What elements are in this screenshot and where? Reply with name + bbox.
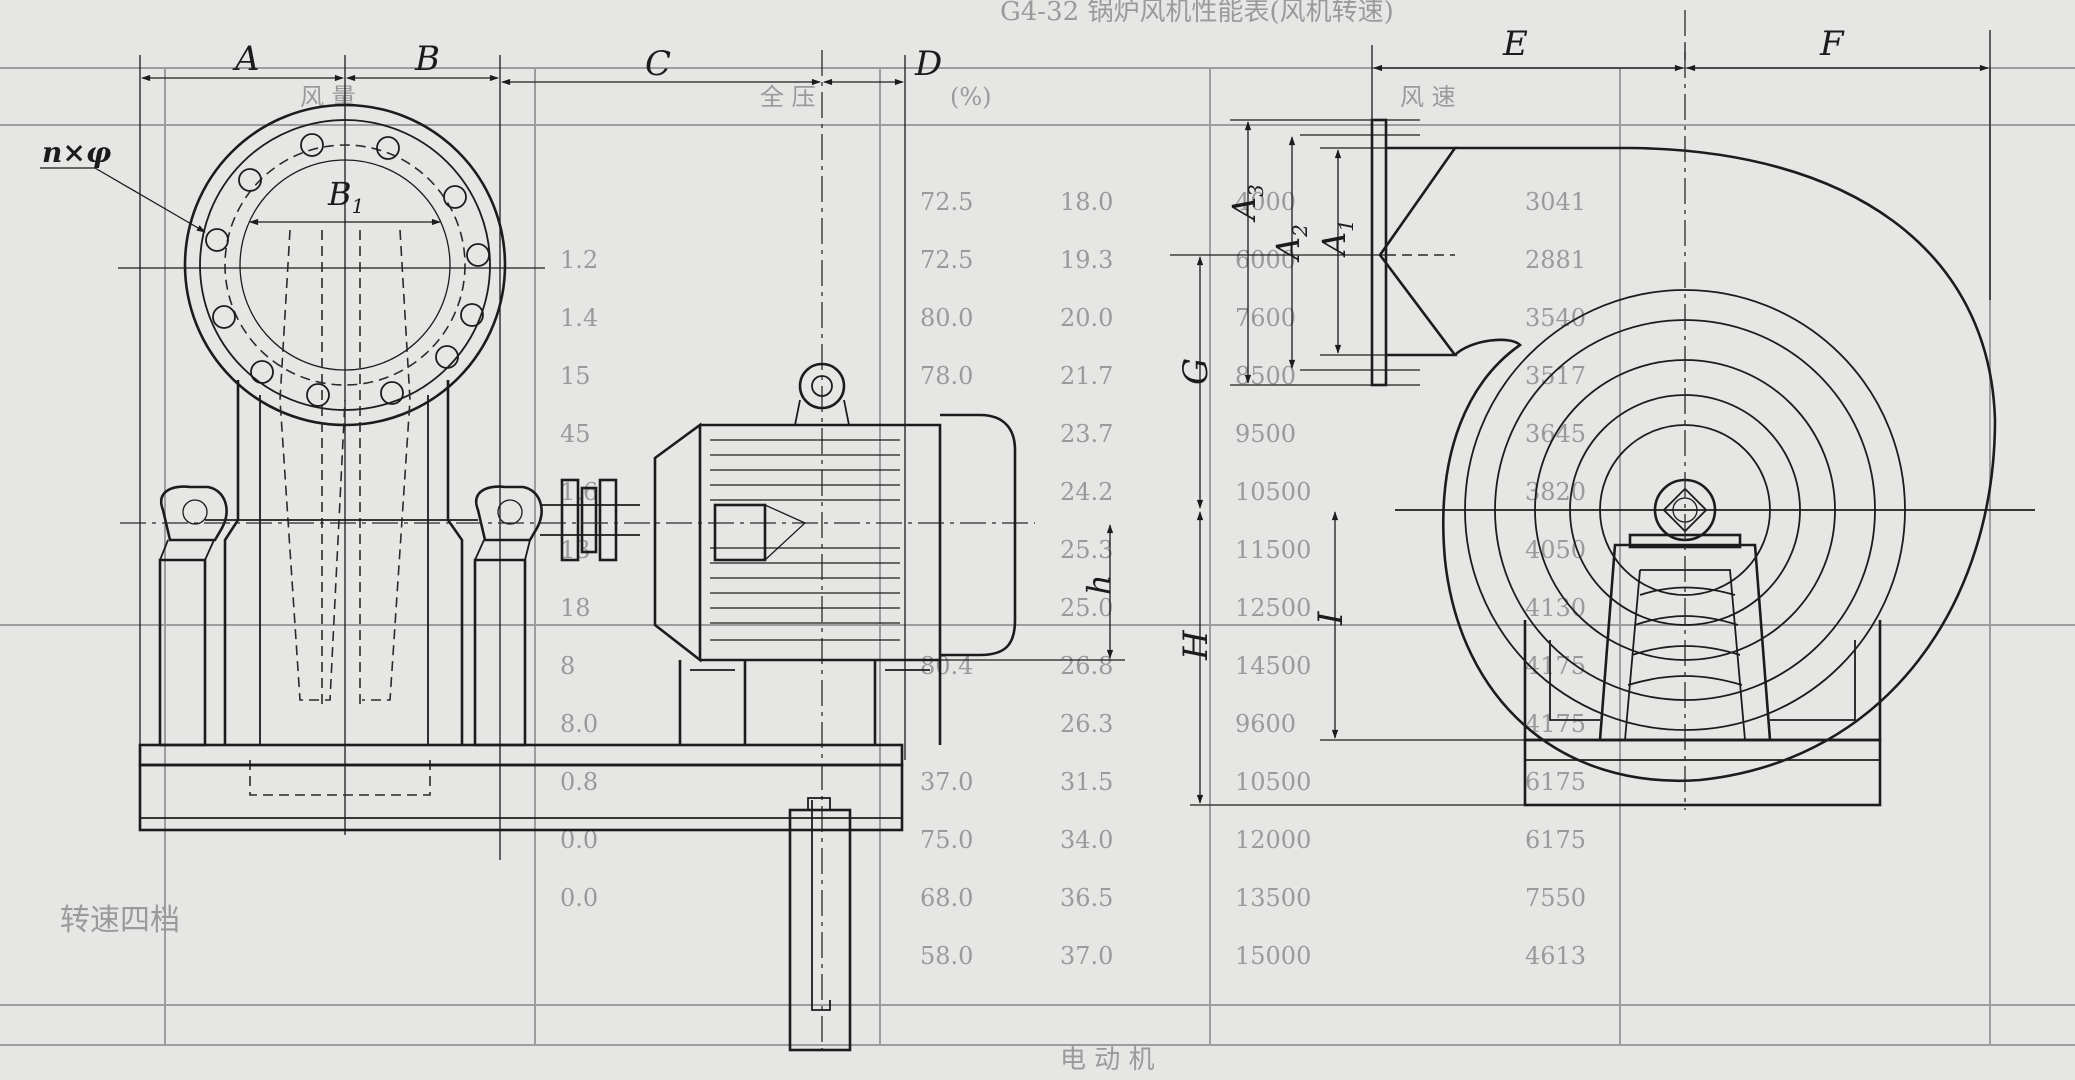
background-cell: 26.8 [1060,652,1113,680]
right-bearing [473,485,543,747]
dim-label-F: F [1819,24,1845,64]
background-cell: 6175 [1525,768,1586,796]
background-cell: 34.0 [1060,826,1113,854]
dim-label-B: B [414,39,440,79]
background-cell: 7550 [1525,884,1586,912]
front-view [118,50,1035,1052]
side-base-frame [1523,620,1882,807]
left-bearing [158,485,228,747]
dim-label-D: D [914,44,942,84]
background-cell: 1.4 [560,304,598,332]
background-cell: 3517 [1525,362,1586,390]
background-footer-text: 电 动 机 [1060,1045,1155,1075]
motor [653,362,1017,745]
background-value-columns: 1.21.415451.6131888.00.80.00.072.572.580… [560,188,1586,970]
background-cell: 26.3 [1060,710,1113,738]
background-cell: 8.0 [560,710,598,738]
background-cell: 21.7 [1060,362,1113,390]
background-cell: 0.0 [560,884,598,912]
background-cell: 2881 [1525,246,1586,274]
background-cell: 3041 [1525,188,1586,216]
background-cell: 31.5 [1060,768,1113,796]
background-cell: 10500 [1235,478,1311,506]
dim-label-E: E [1502,24,1528,64]
background-cell: 80.4 [920,652,973,680]
background-cell: 19.3 [1060,246,1113,274]
background-header: (%) [950,83,992,111]
background-cell: 75.0 [920,826,973,854]
background-cell: 36.5 [1060,884,1113,912]
background-cell: 18 [560,594,591,622]
background-cell: 4050 [1525,536,1586,564]
background-cell: 9600 [1235,710,1296,738]
background-cell: 13500 [1235,884,1311,912]
background-cell: 18.0 [1060,188,1113,216]
base-frame [138,743,904,832]
background-cell: 8500 [1235,362,1296,390]
background-cell: 0.8 [560,768,598,796]
dim-label-H: H [1176,629,1216,661]
background-cell: 12000 [1235,826,1311,854]
background-cell: 15000 [1235,942,1311,970]
dim-label-n-phi: n×φ [42,136,112,169]
background-cell: 72.5 [920,188,973,216]
dim-label-h: h [1080,574,1118,595]
bolt-holes [205,133,490,407]
background-column-headers: 风 量全 压(%)风 速 [300,83,1456,111]
coupling [560,478,618,562]
background-cell: 3820 [1525,478,1586,506]
inlet-flange [183,103,507,427]
background-cell: 25.0 [1060,594,1113,622]
background-side-text: 转速四档 [60,903,180,938]
background-cell: 45 [560,420,591,448]
background-cell: 37.0 [920,768,973,796]
dim-label-B1: B1 [327,175,364,218]
background-cell: 4130 [1525,594,1586,622]
background-header: 全 压 [760,83,816,111]
background-cell: 80.0 [920,304,973,332]
background-cell: 24.2 [1060,478,1113,506]
background-cell: 11500 [1235,536,1311,564]
background-cell: 4613 [1525,942,1586,970]
background-cell: 15 [560,362,591,390]
background-cell: 20.0 [1060,304,1113,332]
dim-label-C: C [645,44,671,84]
background-cell: 14500 [1235,652,1311,680]
dim-label-A1: A1 [1315,219,1358,258]
background-cell: 9500 [1235,420,1296,448]
background-cell: 25.3 [1060,536,1113,564]
background-cell: 37.0 [1060,942,1113,970]
foundation-bolt [788,797,852,1052]
background-cell: 78.0 [920,362,973,390]
background-header: 风 速 [1400,83,1456,111]
background-cell: 8 [560,652,575,680]
dim-label-G: G [1176,358,1216,385]
background-cell: 72.5 [920,246,973,274]
dim-label-I: I [1311,611,1351,626]
front-view-dimensions: A B C D B1 n×φ h [40,39,1125,661]
dim-label-A3: A3 [1225,184,1268,223]
side-view [1370,10,2035,810]
background-cell: 10500 [1235,768,1311,796]
background-cell: 23.7 [1060,420,1113,448]
background-cell: 58.0 [920,942,973,970]
background-cell: 1.2 [560,246,598,274]
background-cell: 6175 [1525,826,1586,854]
background-title: G4-32 锅炉风机性能表(风机转速) [1000,0,1394,27]
background-cell: 68.0 [920,884,973,912]
background-cell: 7600 [1235,304,1296,332]
dim-label-A2: A2 [1269,224,1312,263]
side-view-dimensions: E F A3 A2 A1 G H I [1170,24,1991,806]
dim-label-A: A [232,39,260,79]
background-cell: 12500 [1235,594,1311,622]
